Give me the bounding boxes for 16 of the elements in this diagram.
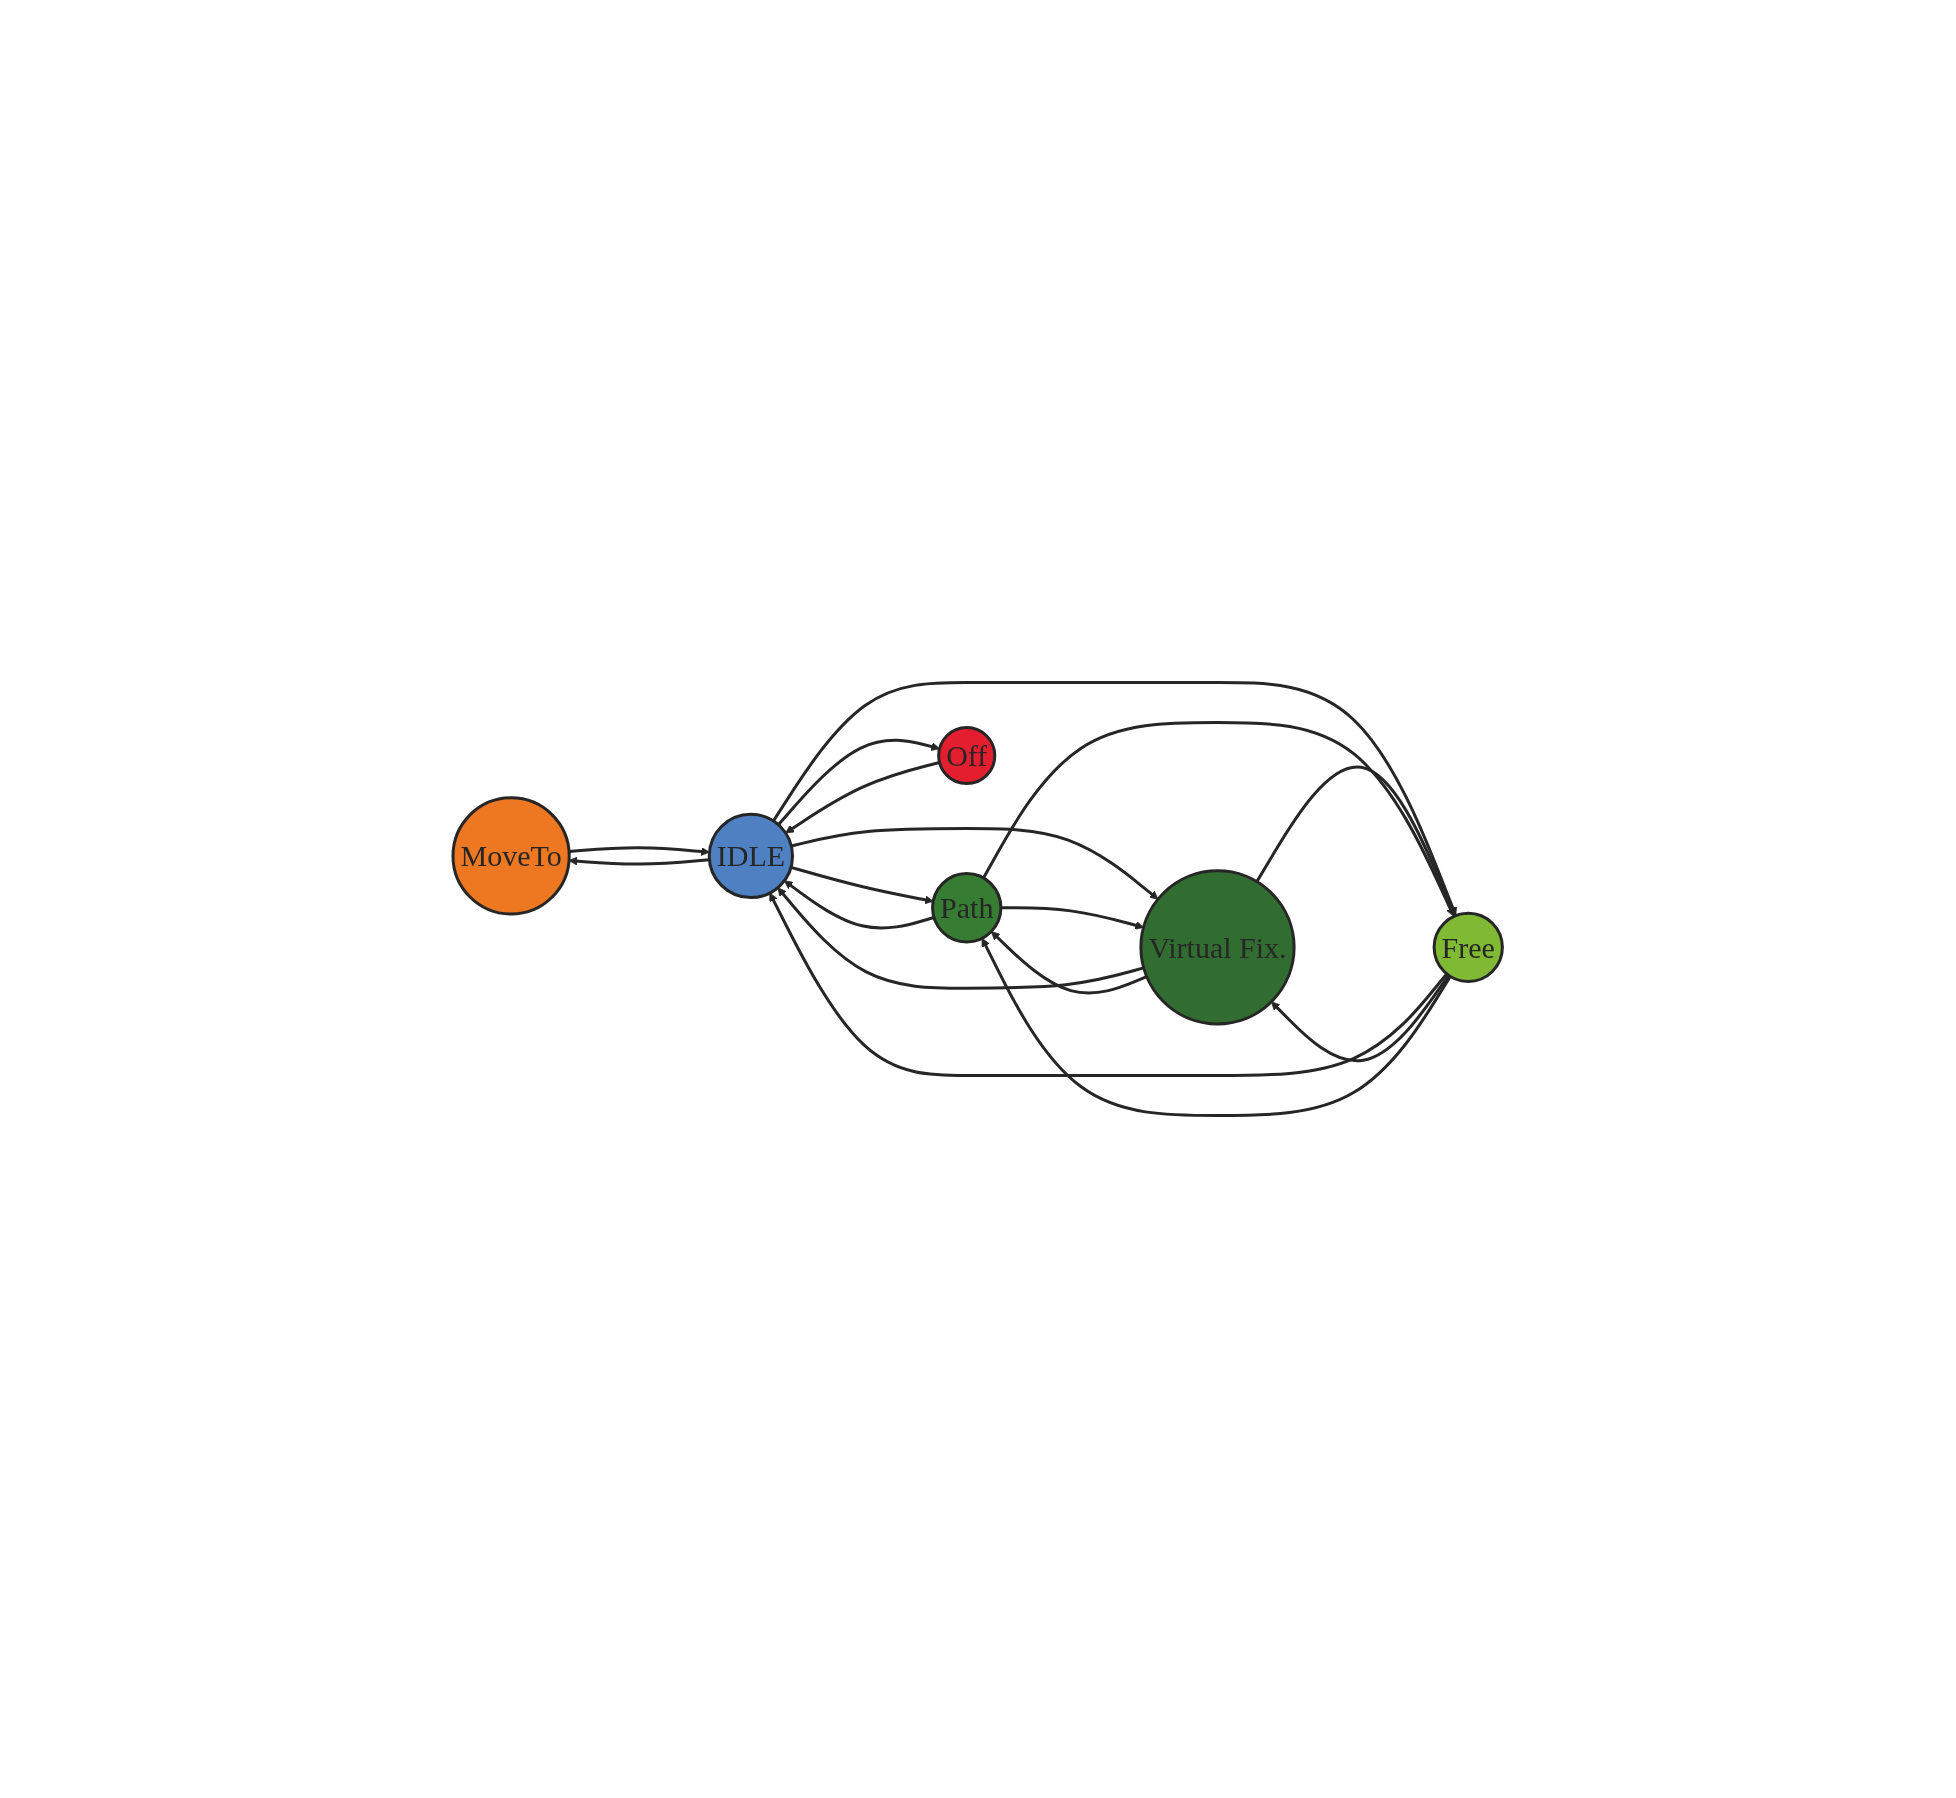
arrow xyxy=(991,931,1148,995)
arrow xyxy=(777,887,1145,990)
node-circle: Off xyxy=(937,726,997,786)
arrow xyxy=(784,880,935,930)
node-circle: MoveTo xyxy=(451,796,572,916)
arrow xyxy=(981,937,1452,1117)
arrow xyxy=(772,681,1458,916)
arrow xyxy=(1271,974,1451,1063)
node-circle: Virtual Fix. xyxy=(1139,869,1296,1026)
node-circle: IDLE xyxy=(708,812,795,900)
arrow xyxy=(791,827,1159,900)
node-circle: Free xyxy=(1432,911,1505,983)
arrow xyxy=(769,892,1449,1077)
arrow xyxy=(1001,906,1145,930)
arrow xyxy=(982,721,1455,917)
node-circle: Path xyxy=(931,872,1003,944)
